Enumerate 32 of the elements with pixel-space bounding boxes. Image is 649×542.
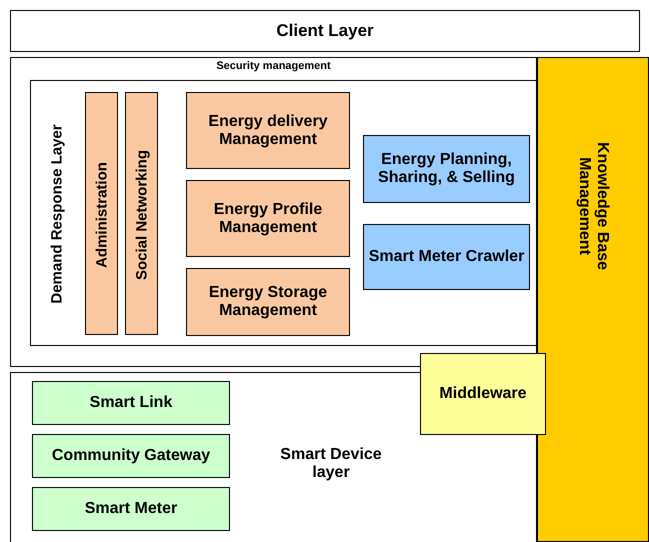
label-text: Middleware	[438, 385, 528, 403]
label-text: Knowledge Base Management	[575, 140, 611, 272]
device-box	[32, 487, 230, 531]
label-text: Social Networking	[133, 148, 150, 282]
device-box	[32, 434, 230, 478]
label-text: Administration	[93, 160, 110, 270]
label-text: Smart Device layer	[279, 446, 383, 482]
module-box	[125, 92, 158, 335]
module-box	[363, 224, 530, 290]
device-box	[32, 381, 230, 425]
module-box	[186, 268, 350, 336]
label-text: Energy delivery Management	[207, 112, 329, 148]
label-text: Smart Meter	[84, 500, 178, 518]
module-box	[420, 353, 546, 435]
module-box	[363, 135, 530, 203]
label-text: Demand Response Layer	[48, 123, 66, 306]
label-text: Client Layer	[275, 21, 375, 41]
layer-box	[10, 372, 537, 542]
label-text: Community Gateway	[50, 447, 212, 465]
label-text: Energy Storage Management	[208, 284, 328, 320]
module-box	[85, 92, 118, 335]
layer-box	[30, 80, 537, 346]
label-text: Energy Profile Management	[212, 200, 324, 236]
module-box	[186, 180, 350, 257]
label-text: Smart Meter Crawler	[368, 248, 525, 266]
module-box	[186, 92, 350, 169]
label-text: Smart Link	[88, 394, 174, 412]
label-text: Energy Planning, Sharing, & Selling	[377, 151, 516, 187]
layer-box	[10, 57, 537, 367]
layer-box	[537, 57, 649, 542]
label-text: Security management	[215, 60, 332, 72]
layer-box	[10, 10, 640, 52]
